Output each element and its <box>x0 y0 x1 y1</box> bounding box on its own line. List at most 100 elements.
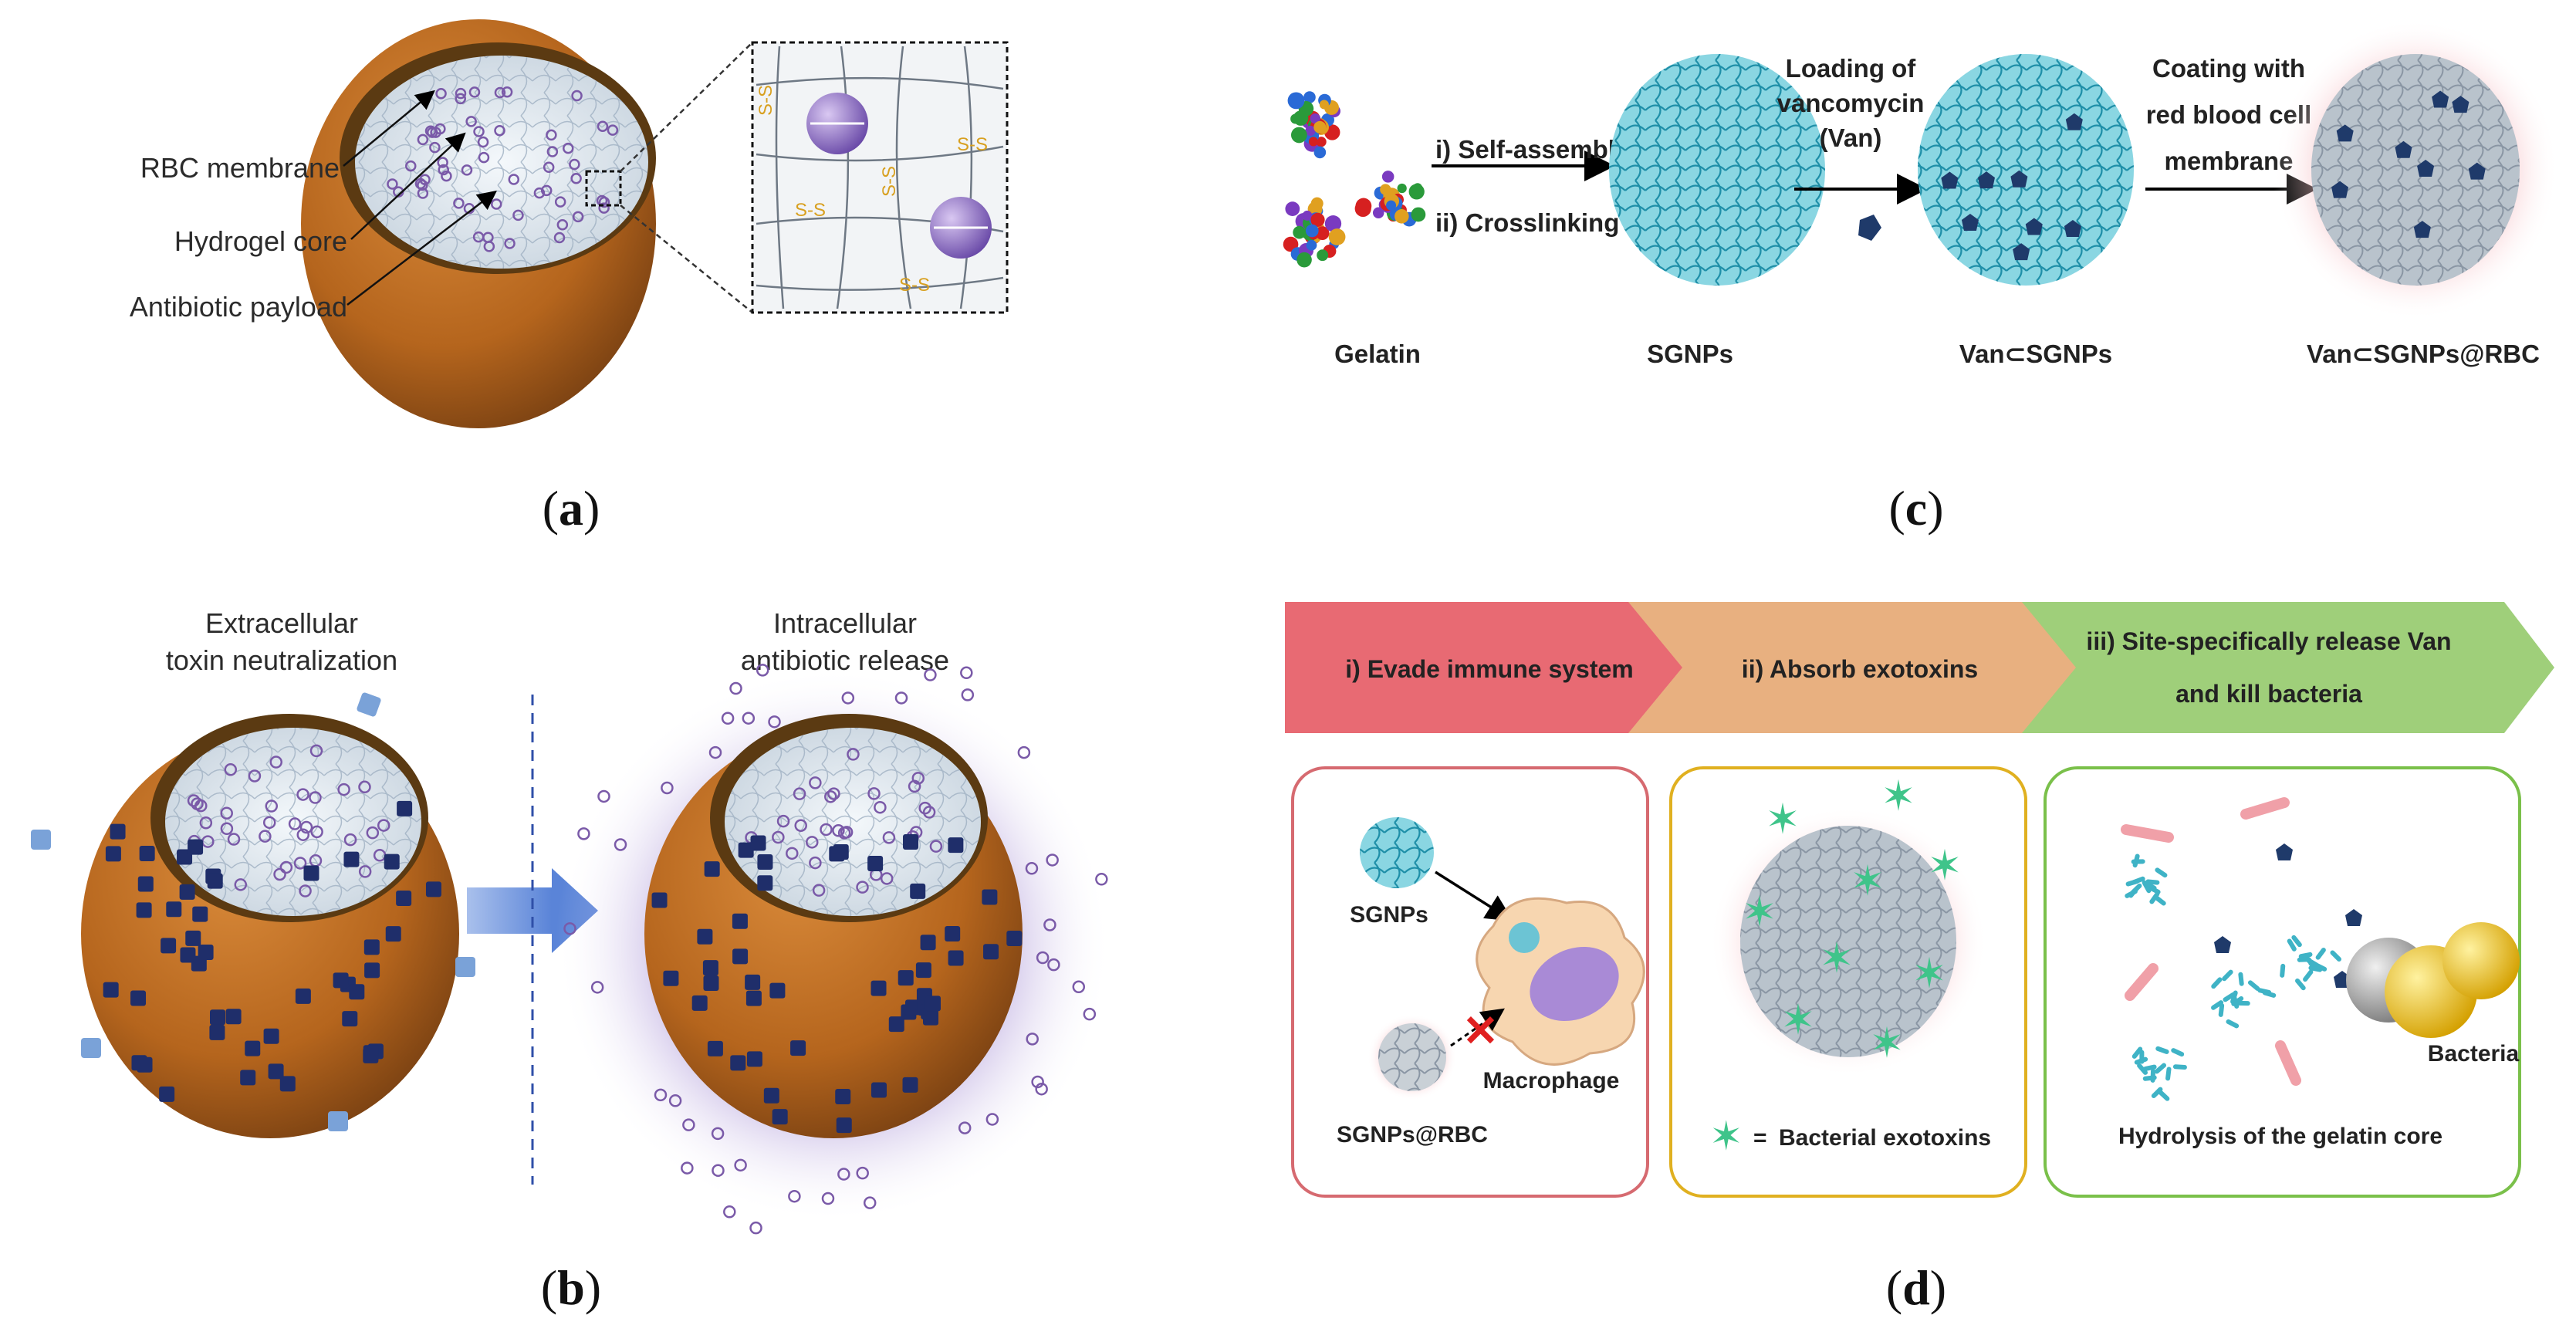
released-antibiotic <box>654 1088 668 1102</box>
vancomycin-dot <box>2345 909 2362 926</box>
gelatin-fragment <box>1317 249 1329 262</box>
bound-toxin <box>103 982 119 998</box>
payload-dot <box>337 783 350 796</box>
gelatin-fragment <box>2165 1067 2172 1081</box>
label-antibiotic-payload: Antibiotic payload <box>130 291 347 323</box>
bound-toxin <box>240 1070 256 1086</box>
payload-dot <box>477 136 489 148</box>
payload-dot <box>556 219 569 231</box>
released-antibiotic <box>721 712 735 725</box>
bound-toxin <box>225 1009 242 1025</box>
payload-dot <box>922 806 936 819</box>
payload-dot <box>837 826 851 840</box>
item-gelatin: Gelatin <box>1334 340 1421 368</box>
payload-dot <box>820 823 833 837</box>
payload-dot <box>310 825 323 839</box>
bound-toxin <box>925 996 941 1012</box>
gelatin-fragment <box>1328 228 1346 245</box>
payload-dot <box>812 884 826 897</box>
bound-exotoxin-star: ✶ <box>1819 935 1854 982</box>
bound-toxin <box>898 970 914 986</box>
bound-toxin <box>130 990 147 1006</box>
payload-dot <box>309 744 323 758</box>
gelatin-fragment <box>1290 127 1307 144</box>
bound-toxin <box>188 839 204 855</box>
legend-equals: = <box>1753 1125 1767 1151</box>
bound-toxin <box>279 1076 296 1092</box>
released-antibiotic <box>668 1094 682 1107</box>
panel-tag-b: (b) <box>541 1260 601 1315</box>
gelatin-fragment <box>2238 972 2244 986</box>
released-antibiotic <box>563 922 576 935</box>
van-sgnp-particle <box>1918 54 2134 286</box>
released-antibiotic <box>841 691 855 705</box>
bound-exotoxin-star: ✶ <box>1927 843 1962 889</box>
payload-dot <box>832 824 845 837</box>
bound-toxin <box>697 928 713 945</box>
payload-dot <box>343 833 357 847</box>
banner-step3-line2: and kill bacteria <box>2175 680 2362 708</box>
bound-toxin <box>702 960 718 976</box>
gelatin-fragment <box>2151 1087 2163 1098</box>
gelatin-fragment <box>2303 969 2314 982</box>
gelatin-fragment <box>1372 207 1384 219</box>
payload-dot <box>424 125 437 137</box>
payload-dot <box>417 134 429 146</box>
released-antibiotic <box>1047 958 1060 972</box>
released-antibiotic <box>597 789 610 803</box>
payload-dot <box>880 872 894 885</box>
payload-dot <box>607 124 619 136</box>
vancomycin-dot <box>2395 140 2412 158</box>
bound-toxin <box>704 861 720 877</box>
payload-dot <box>191 797 204 810</box>
gelatin-fragment <box>2291 935 2302 948</box>
membrane-fragment <box>2240 797 2290 820</box>
payload-dot <box>504 238 516 249</box>
panel-b: Extracellular toxin neutralization Intra… <box>31 607 1111 1315</box>
bound-toxin <box>136 902 152 918</box>
process-banner: i) Evade immune system ii) Absorb exotox… <box>1285 602 2554 733</box>
released-antibiotic <box>863 1196 877 1209</box>
payload-dot <box>465 116 477 127</box>
payload-dot <box>540 184 553 197</box>
rbc-nanoparticle-cutaway <box>301 19 656 428</box>
right-title-line1: Intracellular <box>773 607 917 639</box>
free-toxin-particles <box>31 692 475 1131</box>
gelatin-fragment <box>2130 883 2142 895</box>
bound-toxin <box>920 935 936 951</box>
vancomycin-dot <box>2010 170 2028 188</box>
payload-dot <box>786 847 799 860</box>
vancomycin-dot <box>2065 113 2083 130</box>
released-antibiotic <box>1043 918 1056 931</box>
payload-dot <box>494 86 506 99</box>
payload-dot <box>546 129 557 141</box>
bound-exotoxin-star: ✶ <box>1765 796 1800 843</box>
payload-dot <box>598 202 610 214</box>
gelatin-fragment <box>2315 948 2326 960</box>
payload-dot <box>533 187 546 199</box>
payload-dot <box>824 790 837 803</box>
released-antibiotic <box>924 668 937 681</box>
released-antibiotic <box>1017 745 1031 759</box>
bound-toxin <box>161 938 177 954</box>
bound-toxin <box>757 875 773 891</box>
panel-tag-c: (c) <box>1888 481 1943 536</box>
payload-dot <box>571 90 583 102</box>
bound-toxin <box>836 1117 852 1134</box>
released-antibiotic <box>1035 1082 1048 1096</box>
label-hydrolysis: Hydrolysis of the gelatin core <box>2118 1124 2442 1149</box>
bound-toxin <box>159 1086 175 1102</box>
payload-dot <box>512 209 524 221</box>
panel-a: RBC membrane Hydrogel core Antibiotic pa… <box>130 19 1009 536</box>
released-antibiotic <box>1026 1033 1039 1046</box>
payload-dot <box>478 151 490 164</box>
payload-dot <box>453 198 465 209</box>
payload-dot <box>220 822 234 836</box>
payload-dot <box>461 164 473 176</box>
gelatin-fragment <box>1310 212 1325 227</box>
payload-dot <box>273 867 286 881</box>
gelatin-fragment <box>2222 969 2233 982</box>
bound-toxin <box>915 962 931 979</box>
bound-toxin <box>945 926 961 942</box>
vancomycin-dot <box>2025 218 2043 235</box>
